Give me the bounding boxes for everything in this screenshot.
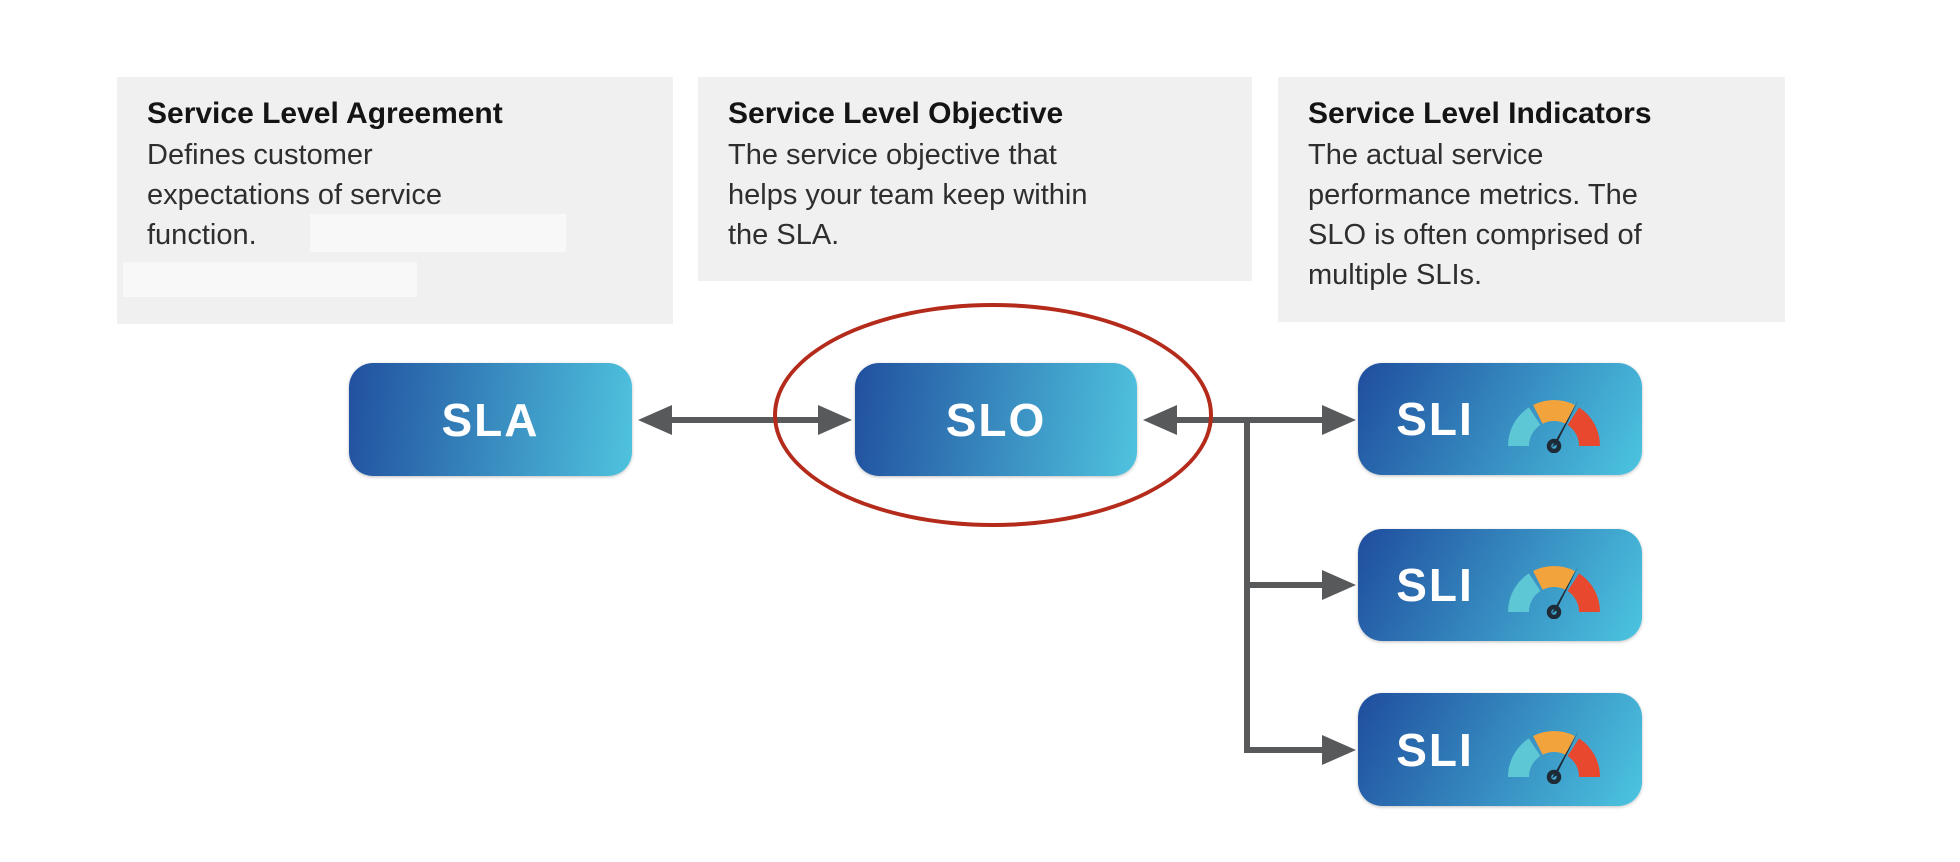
- card-text-line: the SLA.: [728, 219, 840, 251]
- node-sli-2: SLI: [1358, 529, 1642, 641]
- gauge-icon: [1507, 730, 1600, 784]
- card-text-line: function.: [147, 219, 257, 251]
- node-sli-3: SLI: [1358, 693, 1642, 806]
- node-sli-1: SLI: [1358, 363, 1642, 475]
- node-label: SLI: [1396, 393, 1474, 445]
- highlight-ellipse: [773, 303, 1213, 527]
- card-title: Service Level Objective: [728, 97, 1064, 130]
- erased-text-area: [123, 262, 417, 297]
- info-card-sli: Service Level Indicators The actual serv…: [1278, 77, 1785, 322]
- card-text-line: The service objective that: [728, 139, 1057, 171]
- node-sla: SLA: [349, 363, 632, 476]
- card-title: Service Level Indicators: [1308, 97, 1652, 130]
- gauge-icon: [1507, 399, 1600, 453]
- gauge-icon: [1507, 565, 1600, 619]
- node-label: SLA: [441, 393, 540, 446]
- card-title: Service Level Agreement: [147, 97, 503, 130]
- info-card-slo: Service Level Objective The service obje…: [698, 77, 1252, 281]
- info-card-sla: Service Level Agreement Defines customer…: [117, 77, 673, 324]
- gauge-needle: [1551, 400, 1579, 448]
- card-text-line: SLO is often comprised of: [1308, 219, 1642, 251]
- card-text-line: Defines customer: [147, 139, 373, 171]
- gauge-needle: [1551, 566, 1579, 614]
- card-text-line: The actual service: [1308, 139, 1544, 171]
- card-text-line: multiple SLIs.: [1308, 259, 1483, 291]
- card-text-line: helps your team keep within: [728, 179, 1088, 211]
- card-text-line: expectations of service: [147, 179, 442, 211]
- node-label: SLI: [1396, 559, 1474, 611]
- node-label: SLI: [1396, 723, 1474, 776]
- erased-text-area: [310, 214, 566, 252]
- gauge-needle: [1551, 730, 1579, 778]
- card-text-line: performance metrics. The: [1308, 179, 1638, 211]
